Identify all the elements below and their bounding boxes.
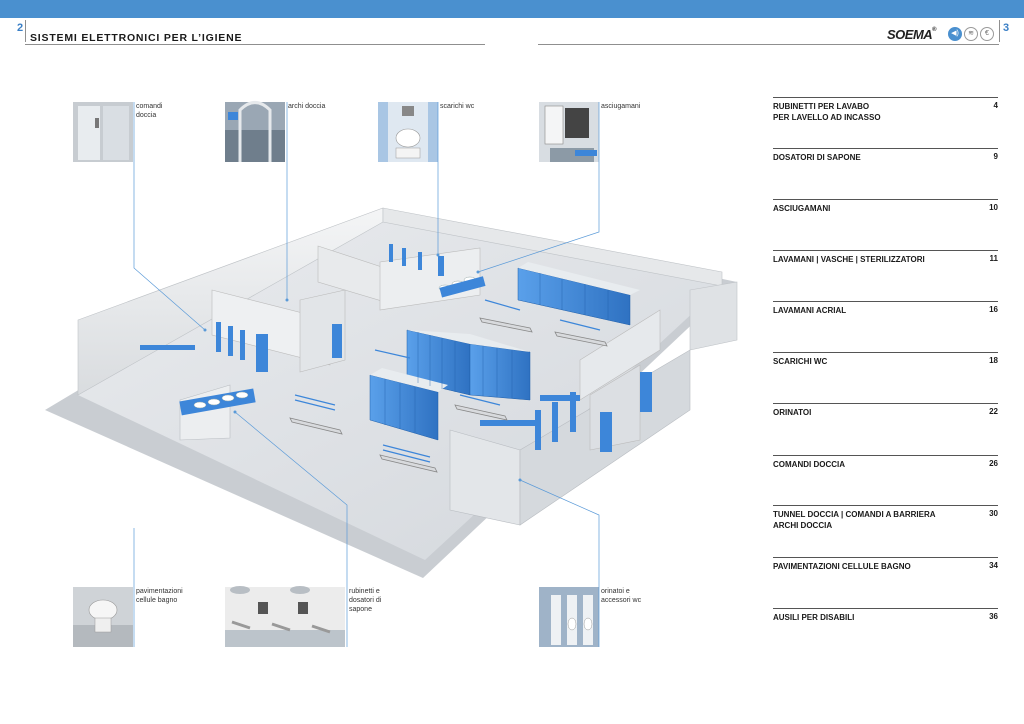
- bench: [294, 299, 601, 463]
- caption-shower-arches: archi doccia: [288, 103, 326, 110]
- toc-entry-label[interactable]: PAVIMENTAZIONI CELLULE BAGNO: [773, 562, 911, 571]
- taps-photo: [225, 586, 345, 647]
- toilet-floor-photo: [73, 587, 133, 647]
- toc-entry-label[interactable]: ORINATOI: [773, 408, 812, 417]
- toc-entry-page[interactable]: 16: [989, 305, 998, 314]
- toc-entry-page[interactable]: 34: [989, 561, 998, 570]
- toc-entry-label[interactable]: DOSATORI DI SAPONE: [773, 153, 861, 162]
- toc-entry-sublabel[interactable]: PER LAVELLO AD INCASSO: [773, 113, 881, 122]
- page-title: SISTEMI ELETTRONICI PER L’IGIENE: [30, 32, 243, 44]
- shower-cabin-photo: [73, 102, 133, 162]
- caption-taps: rubinetti e dosatori di sapone: [349, 588, 382, 613]
- toc-entry-page[interactable]: 4: [993, 101, 998, 110]
- hand-dryer-photo: [539, 102, 599, 162]
- toc-entry-page[interactable]: 26: [989, 459, 998, 468]
- brand-logo: SOEMA®: [887, 27, 937, 42]
- locker-block: [369, 262, 640, 441]
- caption-flooring: pavimentazioni cellule bagno: [136, 588, 183, 604]
- left-page-number: 2: [17, 22, 24, 34]
- sensor-icon: ◀): [948, 27, 962, 41]
- header-rule-left: [25, 44, 485, 45]
- toc-entry-label[interactable]: TUNNEL DOCCIA | COMANDI A BARRIERA: [773, 510, 936, 519]
- toc-entry-sublabel[interactable]: ARCHI DOCCIA: [773, 521, 833, 530]
- toc-entry-page[interactable]: 22: [989, 407, 998, 416]
- leader-lines: [133, 102, 600, 647]
- urinals-photo: [539, 587, 599, 647]
- header-rule-right: [538, 44, 999, 45]
- caption-urinals: orinatoi e accessori wc: [601, 588, 642, 604]
- toc-entry-label[interactable]: RUBINETTI PER LAVABO: [773, 102, 870, 111]
- toc-entry-page[interactable]: 11: [989, 254, 998, 263]
- toc-entry-label[interactable]: COMANDI DOCCIA: [773, 460, 845, 469]
- toc-entry-label[interactable]: AUSILI PER DISABILI: [773, 613, 855, 622]
- caption-shower-controls: comandi doccia: [136, 103, 163, 119]
- euro-icon: €: [980, 27, 994, 41]
- header-divider: [25, 20, 26, 42]
- toc-entry-label[interactable]: LAVAMANI ACRIAL: [773, 306, 847, 315]
- shower-arch-photo: [225, 101, 285, 162]
- toc-entry-page[interactable]: 10: [989, 203, 998, 212]
- wc-flush-photo: [378, 102, 438, 162]
- wave-icon: ≋: [964, 27, 978, 41]
- right-page-number: 3: [1003, 22, 1010, 34]
- toc-entry-label[interactable]: ASCIUGAMANI: [773, 204, 831, 213]
- toc-entry-label[interactable]: LAVAMANI | VASCHE | STERILIZZATORI: [773, 255, 925, 264]
- toc-entry-page[interactable]: 18: [989, 356, 998, 365]
- toc-entry-page[interactable]: 30: [989, 509, 998, 518]
- header-divider: [999, 20, 1000, 42]
- toc-entry-page[interactable]: 9: [993, 152, 998, 161]
- caption-hand-dryers: asciugamani: [601, 103, 641, 110]
- toc-entry-label[interactable]: SCARICHI WC: [773, 357, 828, 366]
- caption-wc-flush: scarichi wc: [440, 103, 475, 110]
- toc-entry-page[interactable]: 36: [989, 612, 998, 621]
- outer-wall-right: [689, 281, 738, 351]
- top-color-bar: [0, 0, 1024, 18]
